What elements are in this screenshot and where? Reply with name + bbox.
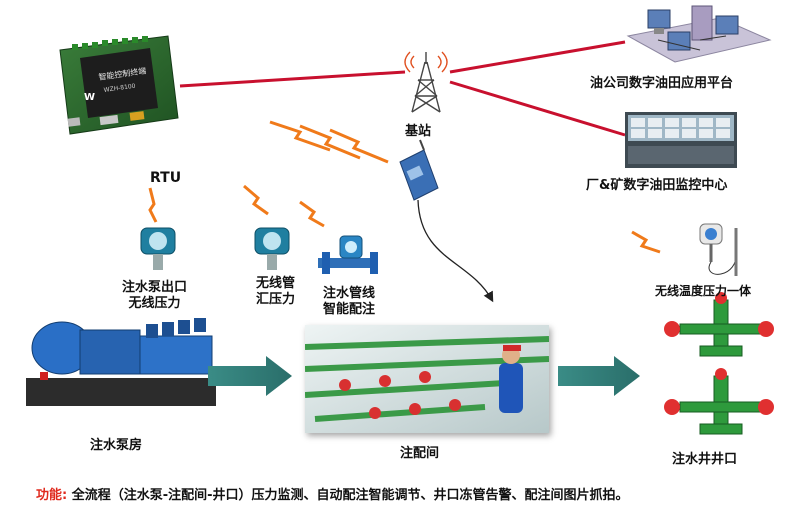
function-footer: 功能: 全流程（注水泵-注配间-井口）压力监测、自动配注智能调节、井口冻管告警、…	[36, 484, 629, 503]
flow-arrow-2	[558, 356, 640, 396]
manifold-gauge-icon	[254, 227, 290, 270]
function-key: 功能:	[36, 488, 68, 503]
wellhead-image-lower	[664, 368, 774, 435]
brand-logo: W	[84, 92, 95, 103]
base-station-label: 基站	[405, 124, 432, 139]
wellhead-image-upper	[664, 292, 774, 357]
manifold-pressure-line2: 汇压力	[256, 292, 296, 307]
manifold-pressure-label: 无线管 汇压力	[256, 276, 295, 308]
smart-allocation-line2: 智能配注	[323, 302, 376, 317]
smart-allocation-line1: 注水管线	[323, 286, 376, 301]
temp-pressure-label: 无线温度压力一体	[655, 284, 752, 298]
rtu-device-image: 智能控制终端 WZH-8100 W	[59, 35, 179, 135]
pump-outlet-pressure-label: 注水泵出口 无线压力	[122, 280, 187, 312]
pump-outlet-pressure-line2: 无线压力	[128, 296, 181, 311]
distribution-room-label: 注配间	[400, 446, 440, 461]
flow-arrow-1	[208, 356, 292, 396]
temp-pressure-sensor-icon	[699, 223, 738, 276]
distribution-room-photo	[305, 325, 549, 433]
monitor-center-photo	[625, 112, 737, 168]
pump-room-label: 注水泵房	[90, 438, 143, 453]
plant-monitor-center-label: 厂&矿数字油田监控中心	[586, 178, 728, 193]
distribution-room-illustration	[305, 325, 549, 433]
rtu-label: RTU	[150, 170, 182, 186]
computer-network-icon	[626, 5, 772, 63]
wireless-modem-icon	[399, 139, 439, 201]
pump-outlet-gauge-icon	[140, 227, 176, 270]
modem-to-room-cable	[417, 199, 494, 303]
link-base-platform	[449, 40, 626, 74]
link-rtu-base	[179, 70, 406, 88]
manifold-pressure-line1: 无线管	[256, 276, 296, 291]
base-station-tower	[404, 51, 448, 113]
function-text: 全流程（注水泵-注配间-井口）压力监测、自动配注智能调节、井口冻管告警、配注间图…	[71, 488, 629, 503]
oil-company-platform-label: 油公司数字油田应用平台	[590, 76, 734, 91]
pump-outlet-pressure-line1: 注水泵出口	[122, 280, 188, 295]
smart-allocation-label: 注水管线 智能配注	[323, 286, 375, 318]
link-base-monitor	[449, 80, 626, 137]
injection-pump-image	[26, 318, 216, 406]
rtu-model-text: WZH-8100	[103, 83, 136, 94]
smart-flowmeter-icon	[318, 235, 378, 274]
wireless-signal-marks	[148, 120, 661, 254]
wellhead-label: 注水井井口	[672, 452, 738, 467]
